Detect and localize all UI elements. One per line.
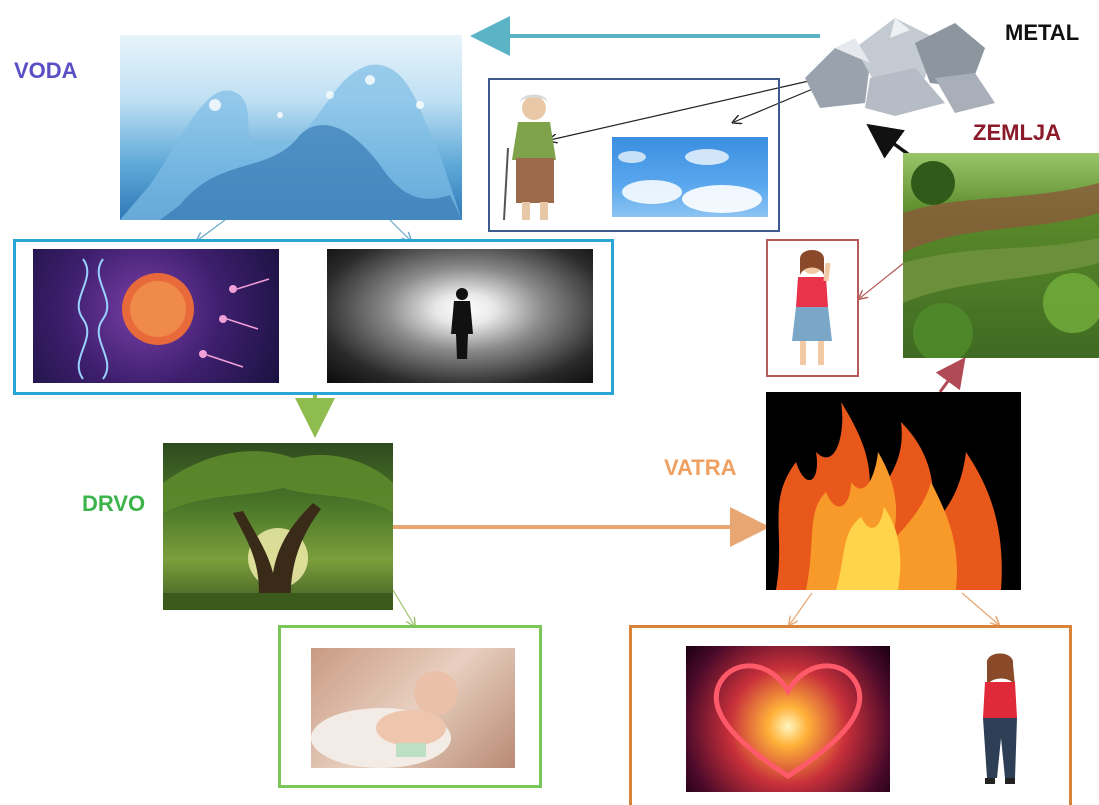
water-group-box [13,239,614,395]
farm-field-image [903,153,1099,358]
wood-group-box [278,625,542,788]
label-zemlja: ZEMLJA [973,120,1061,145]
label-vatra: VATRA [664,455,737,480]
label-metal: METAL [1005,20,1080,45]
metal-ore-image [795,8,1000,118]
elderly-woman-image [500,90,570,225]
arrow-fire-to-heart [790,592,813,624]
fire-flames-image [766,392,1021,590]
arrow-fire-to-woman [961,592,998,624]
earth-group-box [766,239,859,377]
arrow-metal-to-oldwoman [550,77,823,140]
water-splash-image [120,35,462,220]
light-tunnel-image [327,249,593,383]
arrow-water-to-dna [198,219,226,240]
label-voda: VODA [14,58,78,83]
blue-sky-image [612,137,768,217]
metal-group-box [488,78,780,232]
fire-group-box [629,625,1072,805]
fertilization-image [33,249,279,383]
woman-thinking-image [780,245,848,371]
arrow-fire-to-earth [935,357,966,393]
newborn-baby-image [311,648,515,768]
label-drvo: DRVO [82,491,146,516]
arrow-metal-to-sky [734,87,816,122]
glowing-heart-image [686,646,890,792]
arrow-earth-to-woman [860,261,906,298]
forest-tree-image [163,443,393,610]
young-woman-image [965,648,1035,791]
arrow-water-to-tunnel [389,219,410,240]
arrow-earth-to-metal [866,123,910,159]
arrow-wood-to-baby [392,589,414,625]
